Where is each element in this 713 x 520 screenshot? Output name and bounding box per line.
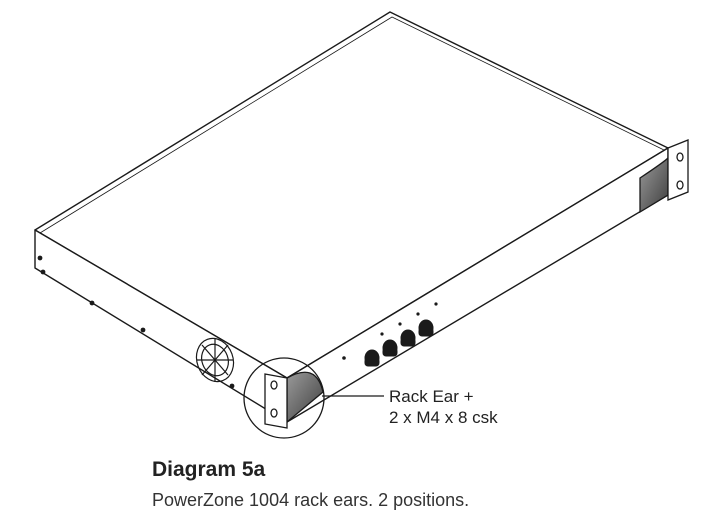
callout-line-1: Rack Ear +	[389, 387, 474, 406]
callout-label: Rack Ear + 2 x M4 x 8 csk	[389, 386, 498, 428]
front-indicators	[342, 302, 438, 360]
knob-icon	[364, 349, 380, 367]
fan-grille-icon	[195, 337, 235, 383]
front-knobs	[364, 319, 434, 367]
callout-circle	[243, 357, 325, 439]
knob-icon	[418, 319, 434, 337]
left-rack-ear	[264, 371, 324, 429]
callout-line-2: 2 x M4 x 8 csk	[389, 408, 498, 427]
diagram-caption: PowerZone 1004 rack ears. 2 positions.	[152, 490, 470, 510]
knob-icon	[400, 329, 416, 347]
right-rack-ear	[639, 139, 689, 214]
knob-icon	[382, 339, 398, 357]
diagram-title: Diagram 5a	[152, 458, 266, 481]
side-screws	[37, 255, 235, 389]
